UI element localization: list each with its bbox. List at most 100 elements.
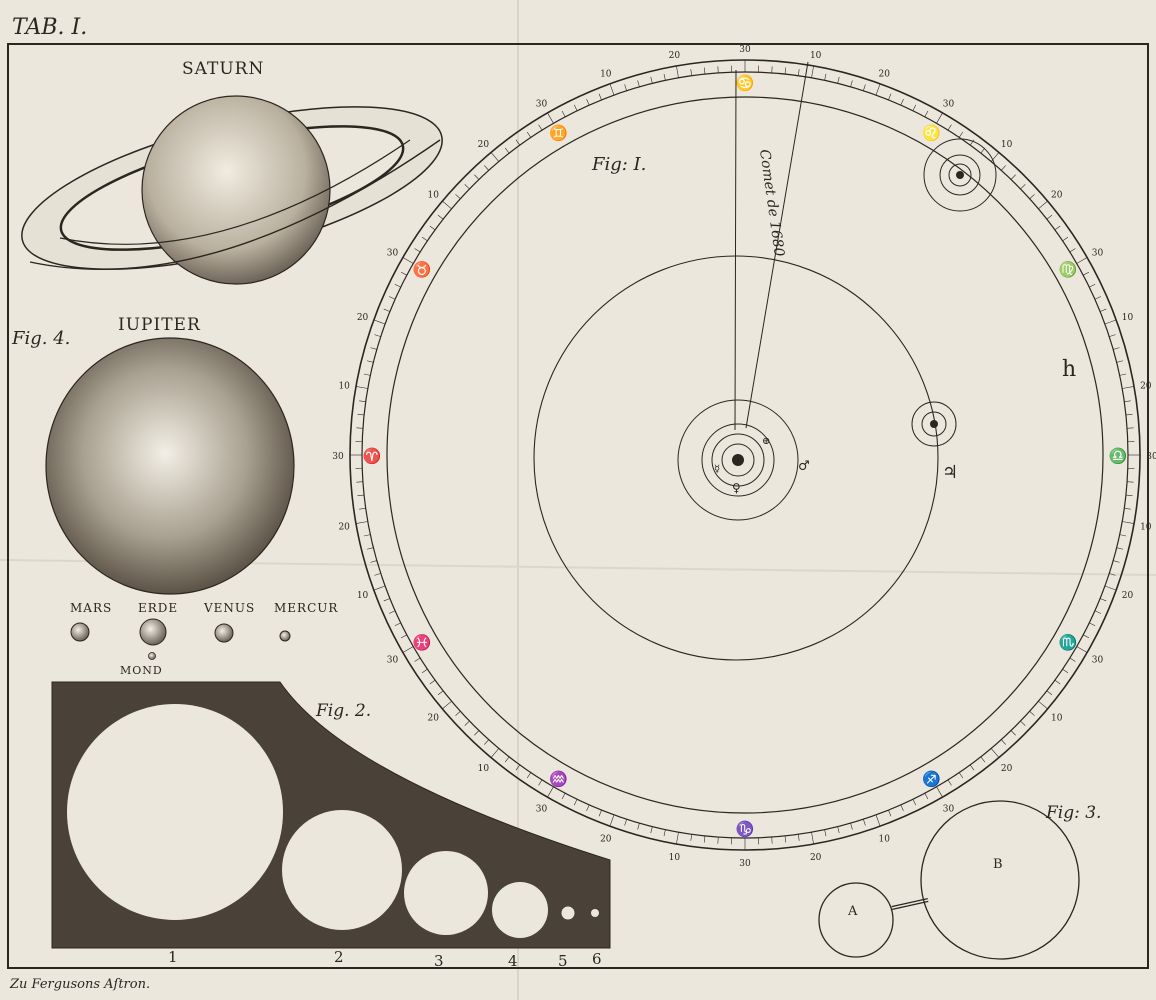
- scale-tick: [538, 779, 543, 786]
- scale-tick: [598, 809, 602, 817]
- scale-tick: [637, 823, 640, 830]
- zodiac-sign: ♑: [736, 820, 755, 838]
- symbol-mercury: ☿: [714, 464, 720, 475]
- scale-tick: [374, 334, 381, 337]
- zodiac-signs: ♈♉♊♋♌♍♎♏♐♑♒♓: [363, 74, 1128, 838]
- saturn-ring-mini: [948, 163, 972, 187]
- scale-tick: [1125, 413, 1133, 416]
- scale-tick: [414, 248, 421, 253]
- scale-tick: [515, 764, 521, 771]
- scale-tick: [969, 139, 975, 146]
- scale-number: 30: [387, 249, 399, 259]
- scale-tick: [650, 76, 653, 84]
- zodiac-sign: ♌: [922, 124, 941, 142]
- scale-tick: [1046, 214, 1053, 220]
- orbit-earth: [701, 423, 775, 497]
- saturn-title: SATURN: [182, 59, 264, 79]
- scale-tick: [1116, 360, 1124, 363]
- scale-tick: [464, 720, 470, 726]
- scale-tick: [850, 80, 853, 87]
- scale-tick: [586, 804, 590, 812]
- scale-number: 20: [478, 140, 490, 150]
- scale-tick: [370, 347, 377, 350]
- scale-tick: [947, 779, 952, 786]
- scale-tick: [490, 748, 500, 758]
- scale-numbers: 1020301020301020301020301020301020301020…: [332, 45, 1156, 869]
- saturn-ring-front: [29, 139, 441, 270]
- scale-number: 10: [357, 591, 369, 601]
- scale-tick: [1001, 165, 1006, 171]
- scale-tick: [936, 786, 943, 798]
- label-mars: MARS: [70, 601, 112, 615]
- scale-tick: [474, 174, 480, 180]
- scale-tick: [947, 124, 952, 131]
- scale-number: 30: [536, 804, 548, 814]
- scale-tick: [1124, 400, 1131, 402]
- scale-tick: [1122, 386, 1135, 389]
- scale-number: 10: [600, 70, 612, 80]
- scale-number: 10: [669, 853, 681, 863]
- scale-tick: [703, 67, 706, 75]
- scale-tick: [586, 98, 590, 106]
- scale-tick: [663, 829, 666, 837]
- scale-tick: [484, 739, 489, 745]
- fig3-comparison: Fig: 3. A B: [818, 800, 1101, 960]
- plate-border: [7, 43, 1149, 969]
- scale-number: 30: [1146, 452, 1156, 462]
- scale-tick: [538, 124, 543, 131]
- fig2-relative-sizes: Fig. 2. 1 2 3 4 5 6: [51, 681, 611, 970]
- scale-tick: [490, 152, 500, 162]
- scale-tick: [1109, 334, 1116, 337]
- orbit-mars: [677, 399, 799, 521]
- scale-number: 20: [878, 70, 890, 80]
- scale-tick: [1038, 700, 1048, 710]
- scale-tick: [1099, 598, 1107, 602]
- scale-tick: [1089, 283, 1096, 288]
- symbol-mars: ♂: [798, 459, 810, 474]
- scale-tick: [504, 147, 510, 154]
- fig3-circle-b: [920, 800, 1080, 960]
- scale-tick: [958, 131, 964, 138]
- scale-tick: [484, 165, 489, 171]
- scale-number: 20: [600, 834, 612, 844]
- erde-globe: [139, 618, 167, 646]
- mond-globe: [148, 652, 156, 660]
- scale-number: 20: [357, 313, 369, 323]
- scale-tick: [1038, 200, 1048, 210]
- zodiac-sign: ♋: [736, 74, 755, 92]
- scale-tick: [429, 679, 436, 685]
- scale-number: 20: [1122, 591, 1134, 601]
- fig4-planets: SATURN Fig. 4. IUPITER MARS ERDE VENUS M…: [11, 59, 443, 677]
- orbit-saturn: [386, 96, 1104, 814]
- scale-tick: [573, 799, 578, 806]
- scale-tick: [442, 200, 452, 210]
- scale-tick: [1113, 347, 1120, 350]
- scale-tick: [357, 494, 365, 497]
- scale-number: 20: [338, 523, 350, 533]
- scale-tick: [421, 668, 428, 674]
- symbol-earth: ⊕: [762, 436, 770, 447]
- scale-tick: [811, 65, 814, 78]
- scale-tick: [875, 814, 881, 827]
- fig3-label-a: A: [847, 904, 858, 919]
- scale-tick: [383, 308, 391, 312]
- scale-tick: [526, 131, 532, 138]
- fig4-label: Fig. 4.: [11, 328, 70, 349]
- fig2-num-3: 3: [434, 952, 444, 970]
- scale-tick: [837, 76, 840, 84]
- scale-tick: [837, 826, 840, 834]
- scale-tick: [1010, 174, 1016, 180]
- scale-tick: [609, 814, 615, 827]
- scale-tick: [1094, 610, 1102, 614]
- scale-tick: [1124, 508, 1131, 510]
- saturn-moon-orbit: [939, 154, 981, 196]
- scale-number: 20: [810, 853, 822, 863]
- fig1-solar-system: 1020301020301020301020301020301020301020…: [332, 45, 1156, 869]
- scale-tick: [690, 834, 692, 841]
- scale-tick: [573, 104, 578, 111]
- zodiac-sign: ♒: [549, 770, 568, 788]
- scale-tick: [637, 80, 640, 87]
- scale-tick: [1062, 668, 1069, 674]
- scale-tick: [798, 69, 800, 76]
